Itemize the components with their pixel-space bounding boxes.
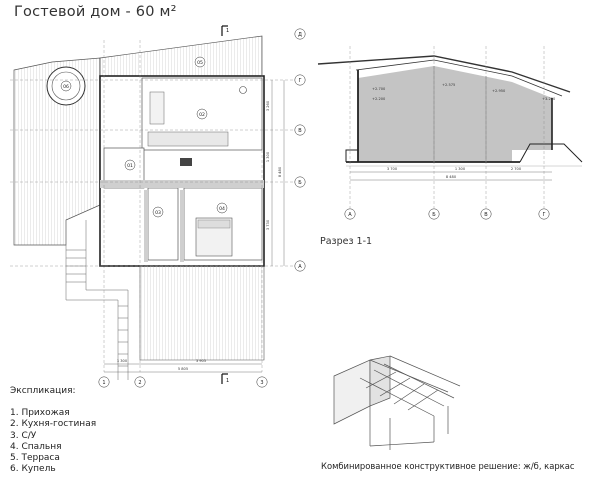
room-tag-2: 02 bbox=[199, 112, 205, 118]
axis-letter: Д bbox=[298, 32, 302, 38]
level-mark: +2.575 bbox=[442, 83, 455, 87]
section-axis-letter: Г bbox=[542, 212, 545, 218]
legend-item: 2. Кухня-гостиная bbox=[10, 419, 97, 430]
terrace-deck bbox=[13, 57, 101, 246]
dim-right: 3 260 bbox=[266, 100, 270, 111]
level-mark: +2.200 bbox=[372, 97, 386, 101]
room-tag-1: 01 bbox=[127, 163, 133, 169]
roof bbox=[317, 55, 571, 93]
legend-heading: Экспликация: bbox=[10, 386, 76, 396]
axis-letter: Г bbox=[298, 78, 301, 84]
axis-number: 1 bbox=[102, 380, 105, 386]
axis-number: 3 bbox=[260, 380, 263, 386]
level-mark: +2.700 bbox=[372, 87, 386, 91]
section-dim: 3 700 bbox=[387, 167, 398, 171]
axis-letter: А bbox=[298, 264, 302, 270]
room-tag-4: 04 bbox=[219, 206, 225, 212]
structure-caption: Комбинированное конструктивное решение: … bbox=[321, 461, 575, 471]
legend-item: 1. Прихожая bbox=[10, 408, 70, 419]
cooktop bbox=[180, 158, 192, 166]
section-dim: 1 300 bbox=[455, 167, 466, 171]
upper-terrace bbox=[99, 35, 263, 81]
page-title: Гостевой дом - 60 м² bbox=[14, 4, 177, 20]
level-mark: +3.200 bbox=[542, 97, 556, 101]
section-dim: 2 700 bbox=[511, 167, 522, 171]
dim-bottom: 1 300 bbox=[117, 359, 128, 363]
interior-volume bbox=[358, 66, 552, 162]
axonometric-view bbox=[333, 355, 461, 450]
axis-letter: Б bbox=[298, 180, 302, 186]
lower-terrace bbox=[139, 265, 265, 361]
legend-item: 6. Купель bbox=[10, 464, 56, 475]
legend: Экспликация: 1. Прихожая 2. Кухня-гостин… bbox=[10, 386, 96, 475]
section-drawing: +2.700 +2.200 +2.575 +2.950 +3.200 3 700… bbox=[317, 46, 583, 220]
dim-bottom: 3 905 bbox=[196, 359, 206, 363]
legend-item: 3. С/У bbox=[10, 430, 37, 441]
section-axis-letter: А bbox=[348, 212, 352, 218]
level-mark: +2.950 bbox=[492, 89, 506, 93]
axis-letter: В bbox=[298, 128, 302, 134]
room-tag-3: 03 bbox=[155, 210, 161, 216]
section-mark-top: 1 bbox=[226, 28, 229, 34]
dim-right: 3 730 bbox=[266, 219, 270, 230]
section-dim-total: 8 480 bbox=[446, 175, 457, 179]
floor-plan: 01 02 03 04 05 06 Д Г В Б А 3 260 1 300 … bbox=[10, 25, 306, 388]
dim-bottom-total: 5 805 bbox=[178, 367, 188, 371]
axis-number: 2 bbox=[138, 380, 141, 386]
dim-right-total: 8 480 bbox=[278, 166, 282, 177]
section-axis-letter: Б bbox=[432, 212, 436, 218]
room-tag-6: 06 bbox=[63, 84, 69, 90]
dim-right: 1 300 bbox=[266, 151, 270, 162]
legend-item: 4. Спальня bbox=[10, 441, 62, 452]
section-mark-bottom: 1 bbox=[226, 378, 229, 384]
section-axis-letter: В bbox=[484, 212, 488, 218]
room-tag-5: 05 bbox=[197, 60, 203, 66]
section-label: Разрез 1-1 bbox=[320, 236, 373, 247]
legend-item: 5. Терраса bbox=[10, 453, 60, 464]
